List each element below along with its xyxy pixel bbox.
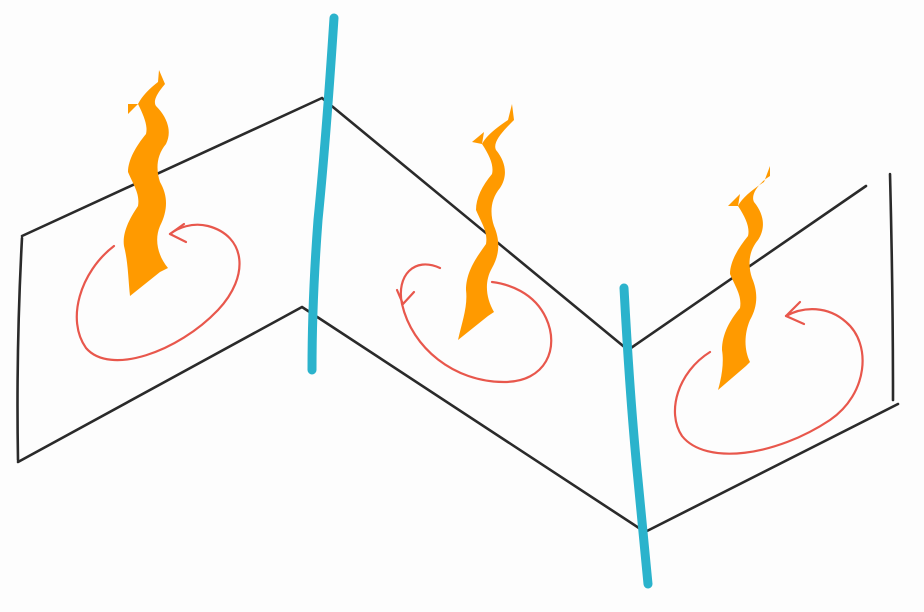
outline-left-edge	[16, 236, 24, 462]
swirl-left-arrowhead	[168, 222, 188, 244]
swirl-left	[75, 222, 241, 362]
dividers	[307, 13, 653, 589]
outline-bottom-edge	[16, 305, 900, 534]
flames	[123, 70, 770, 390]
outline-right-edge	[888, 172, 895, 402]
swirl-middle	[395, 263, 553, 384]
swirl-right	[673, 300, 864, 455]
swirl-middle-arrowhead	[395, 288, 416, 306]
flame-right	[718, 166, 770, 390]
flame-middle	[458, 104, 514, 340]
swirl-left-loop	[75, 223, 241, 362]
flame-left	[123, 70, 169, 296]
cyan-divider-left	[307, 13, 339, 375]
cyan-divider-right	[619, 283, 653, 589]
swirl-right-loop	[673, 308, 864, 455]
swirl-middle-loop	[399, 263, 553, 384]
swirl-right-arrowhead	[784, 300, 806, 326]
circulation-swirls	[75, 222, 864, 455]
